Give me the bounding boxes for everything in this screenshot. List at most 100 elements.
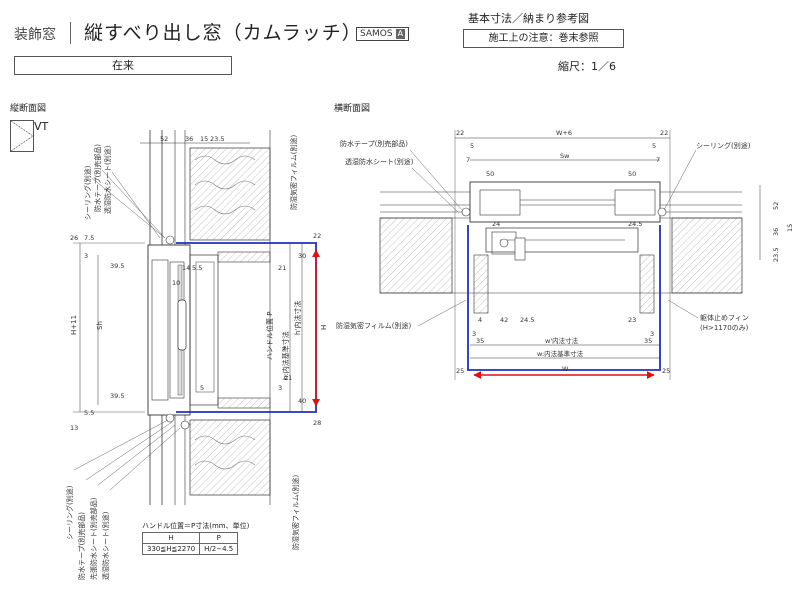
table-header-row: H P (141, 532, 239, 544)
handle-position-table: H P 330≦H≦2270 H/2−4.5 (141, 532, 239, 555)
hlabel-sheet: 透湿防水シート(別途) (345, 157, 414, 166)
label-tape-bottom: 防水テープ(別売部品) (77, 512, 86, 580)
table-cell-formula: H/2−4.5 (199, 543, 239, 555)
dim-left-4: 5.5 (84, 409, 94, 417)
label-film-top: 防湿気密フィルム(別途) (289, 135, 298, 210)
hlabel-sealing: シーリング(別途) (696, 141, 751, 150)
hdim-in-12: 25 (456, 367, 464, 375)
scale-label: 縮尺：1／6 (558, 60, 616, 73)
drawing-title: 基本寸法／納まり参考図 (468, 12, 589, 25)
hdim-in-14: 25 (662, 367, 670, 375)
window-type-label: VT (34, 120, 49, 133)
hdim-in-9: w'内法寸法 (545, 336, 579, 345)
horizontal-section-title: 横断面図 (334, 104, 371, 114)
dim-right-3: 3 (278, 384, 282, 392)
hlabel-fin: 躯体止めフィン (700, 313, 749, 322)
title-separator (70, 22, 71, 44)
dim-top-3: 23.5 (210, 135, 224, 143)
dim-left-6: 13 (70, 424, 78, 432)
window-frame-horizontal (469, 181, 661, 223)
dim-right-0: 22 (313, 232, 321, 240)
label-h-standard: h:内法基準寸法 (281, 331, 290, 380)
dim-left-10: 5 (200, 384, 204, 392)
hdim-in-2: 4 (478, 316, 482, 324)
hdim-top-8: 50 (486, 170, 494, 178)
hdim-right-0: 52 (772, 202, 780, 210)
label-handle-position: ハンドル位置 P (265, 312, 274, 360)
hdim-in-1: 24.5 (628, 220, 642, 228)
label-sheet-top: 透湿防水シート(別途) (103, 145, 112, 214)
hdim-in-7: 3 (650, 330, 654, 338)
dim-top-1: 36 (185, 135, 193, 143)
dim-right-1: 30 (298, 252, 306, 260)
dim-top-0: 52 (160, 135, 168, 143)
hdim-in-8: 35 (476, 337, 484, 345)
handle-icon (177, 299, 187, 351)
hdim-right-3: 23.5 (772, 248, 780, 262)
handle-table-caption: ハンドル位置＝P寸法(mm、単位) (142, 522, 250, 530)
hdim-right-1: 36 (772, 228, 780, 236)
hlabel-tape: 防水テープ(別売部品) (340, 139, 408, 148)
installation-type-label: 在来 (14, 56, 232, 75)
vertical-section-dims: 52 36 15 23.5 26 7.5 3 39.5 5.5 39.5 13 … (65, 135, 328, 580)
category-label: 装飾窓 (14, 27, 56, 43)
hdim-in-11: w:内法基準寸法 (537, 349, 584, 358)
table-cell-range: 330≦H≦2270 (141, 543, 201, 555)
horizontal-section-drawing (379, 130, 761, 380)
dim-left-1: 7.5 (84, 234, 94, 242)
hdim-top-7: 7 (656, 156, 660, 164)
dim-right-5: 40 (298, 397, 306, 405)
insulation-top (189, 147, 271, 241)
hlabel-fin-note: (H>1170のみ) (700, 324, 749, 332)
dim-left-8: 14 (182, 264, 190, 272)
label-h-inner: h'内法寸法 (293, 301, 302, 335)
dim-left-7: 10 (172, 279, 180, 287)
hdim-in-6: 3 (472, 330, 476, 338)
brand-name: SAMOS (360, 29, 393, 39)
dim-left-0: 26 (70, 234, 78, 242)
label-tape-top: 防水テープ(別売部品) (93, 144, 102, 212)
dim-left-9: 5.5 (192, 264, 202, 272)
hdim-in-0: 24 (492, 220, 500, 228)
hdim-top-9: 50 (628, 170, 636, 178)
label-presheet-bottom: 先張防水シート(別売部品) (89, 497, 98, 580)
window-type-icon (10, 120, 34, 152)
hdim-top-5: 7 (466, 156, 470, 164)
frame-outline-horizontal (467, 225, 661, 371)
hdim-in-13: W (562, 365, 569, 373)
label-film-bottom: 防湿気密フィルム(別途) (291, 475, 300, 550)
label-sealing-top: シーリング(別途) (83, 165, 92, 220)
brand-grade-badge: A (395, 29, 406, 39)
dim-left-3: 39.5 (110, 262, 124, 270)
hinge-icon (499, 238, 509, 248)
dim-left-5: 39.5 (110, 392, 124, 400)
hdim-top-0: 22 (456, 129, 464, 137)
horizontal-section-dims: 22 W+6 22 5 5 7 Sw 7 50 50 24 24.5 4 42 … (336, 129, 794, 375)
hdim-top-2: 22 (660, 129, 668, 137)
hdim-top-1: W+6 (556, 129, 572, 137)
hdim-right-2: 15 (786, 224, 794, 232)
dim-right-2: 21 (278, 264, 286, 272)
label-sheet-bottom: 透湿防水シート(別途) (101, 511, 110, 580)
hdim-top-4: 5 (652, 142, 656, 150)
hdim-in-4: 24.5 (520, 316, 534, 324)
insulation-bottom (189, 419, 271, 496)
table-row: 330≦H≦2270 H/2−4.5 (141, 543, 239, 555)
hdim-top-3: 5 (470, 142, 474, 150)
label-h11: H+11 (70, 315, 78, 335)
dim-top-2: 15 (200, 135, 208, 143)
hdim-in-5: 23 (628, 316, 636, 324)
stud-left (379, 217, 453, 294)
stud-right (671, 217, 743, 294)
hdim-top-6: Sw (560, 152, 570, 160)
dim-left-2: 3 (84, 252, 88, 260)
label-sh: Sh (96, 321, 104, 330)
dim-right-4: 21 (284, 374, 292, 382)
vertical-section-title: 縦断面図 (10, 104, 47, 114)
dim-right-6: 28 (313, 419, 321, 427)
label-h: H (320, 325, 328, 330)
hlabel-film: 防湿気密フィルム(別途) (336, 321, 411, 330)
hdim-in-3: 42 (500, 316, 508, 324)
